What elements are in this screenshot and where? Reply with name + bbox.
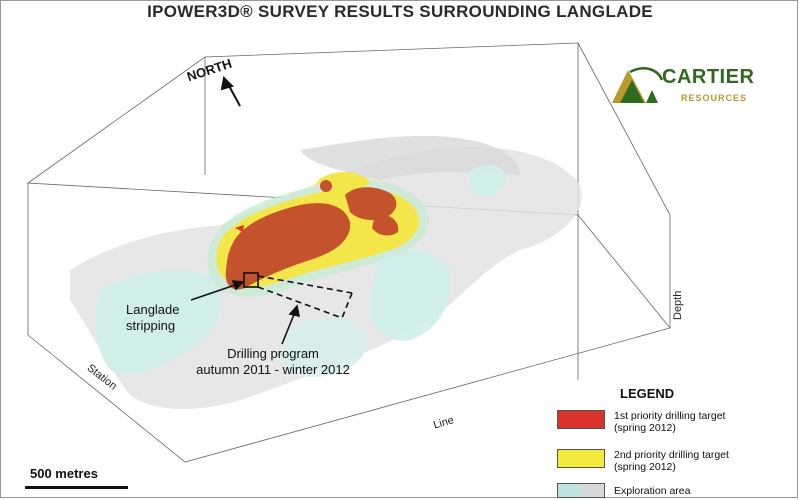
first-priority-target-zone bbox=[225, 180, 399, 290]
exploration-area bbox=[70, 135, 582, 410]
depth-axis-label: Depth bbox=[672, 290, 684, 320]
stripping-label-line2: stripping bbox=[126, 318, 176, 333]
legend-item-second-priority: 2nd priority drilling target (spring 201… bbox=[614, 449, 729, 473]
drilling-label-line2: autumn 2011 - winter 2012 bbox=[196, 362, 350, 377]
stripping-label: Langlade stripping bbox=[126, 302, 180, 334]
legend-item-first-priority-line2: (spring 2012) bbox=[614, 422, 676, 434]
logo-name: CARTIER bbox=[662, 66, 755, 88]
legend-item-exploration: Exploration area bbox=[614, 485, 690, 497]
scale-bar bbox=[25, 486, 128, 489]
drilling-program-outline bbox=[257, 275, 353, 319]
drilling-label: Drilling program autumn 2011 - winter 20… bbox=[178, 346, 368, 378]
legend-item-exploration-line1: Exploration area bbox=[614, 485, 691, 497]
legend-swatch-first-priority bbox=[557, 410, 605, 429]
legend-item-first-priority-line1: 1st priority drilling target bbox=[614, 410, 726, 422]
map-title: IPOWER3D® SURVEY RESULTS SURROUNDING LAN… bbox=[147, 2, 653, 21]
legend-title: LEGEND bbox=[620, 386, 675, 401]
legend-item-first-priority: 1st priority drilling target (spring 201… bbox=[614, 410, 725, 434]
langlade-stripping-marker bbox=[243, 272, 259, 288]
legend-swatch-exploration bbox=[557, 483, 605, 498]
drilling-arrow bbox=[281, 304, 301, 345]
logo-subtitle: RESOURCES bbox=[681, 93, 748, 103]
drilling-label-line1: Drilling program bbox=[227, 346, 319, 361]
legend-item-second-priority-line2: (spring 2012) bbox=[614, 461, 676, 473]
scale-label: 500 metres bbox=[30, 466, 98, 481]
stripping-arrow bbox=[190, 280, 245, 301]
legend-swatch-second-priority bbox=[557, 449, 605, 468]
legend-item-second-priority-line1: 2nd priority drilling target bbox=[614, 449, 729, 461]
cartier-logo-mark bbox=[612, 67, 664, 103]
stripping-label-line1: Langlade bbox=[126, 302, 180, 317]
north-arrow bbox=[220, 75, 241, 107]
